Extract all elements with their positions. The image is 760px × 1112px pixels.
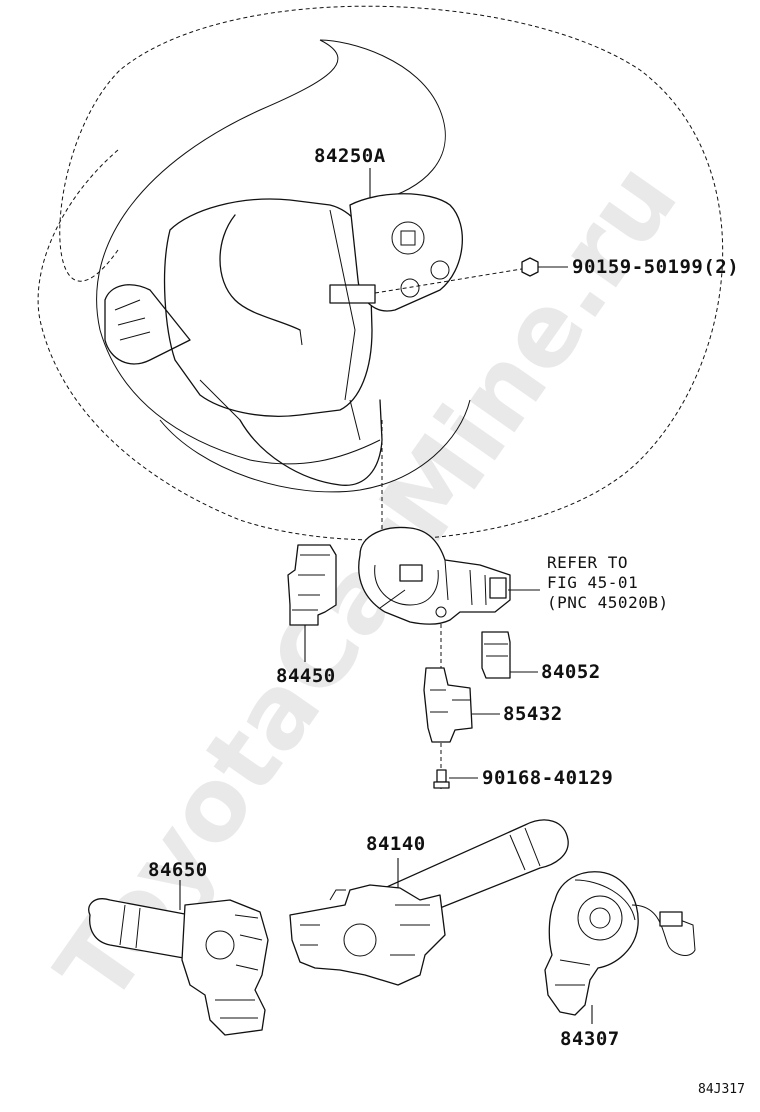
left-lever-drawing [88,880,269,1036]
callout-left-lever[interactable]: 84650 [148,859,208,881]
callout-steering-wheel[interactable]: 84250A [314,145,386,167]
steering-wheel-drawing [37,5,724,541]
callout-left-switch[interactable]: 84450 [276,665,336,687]
callout-spiral-cable[interactable]: 84307 [560,1028,620,1050]
callout-connector[interactable]: 84052 [541,661,601,683]
sensor-drawing [423,667,500,743]
spiral-cable-drawing [544,871,696,1024]
screw-alignment-line [374,267,529,294]
bolt-icon [433,769,478,789]
left-switch-drawing [287,544,337,662]
refer-note-line-2[interactable]: FIG 45-01 [547,573,638,592]
right-lever-drawing [289,819,569,986]
callout-sensor[interactable]: 85432 [503,703,563,725]
callout-bolt[interactable]: 90168-40129 [482,767,613,789]
refer-note-line-3[interactable]: (PNC 45020B) [547,593,669,612]
figure-id: 84J317 [698,1082,745,1097]
callout-screw-top[interactable]: 90159-50199(2) [572,256,739,278]
callout-right-lever[interactable]: 84140 [366,833,426,855]
switch-body-drawing [358,526,540,625]
refer-note-line-1[interactable]: REFER TO [547,553,628,572]
screw-icon [521,257,568,277]
connector-drawing [481,631,538,679]
